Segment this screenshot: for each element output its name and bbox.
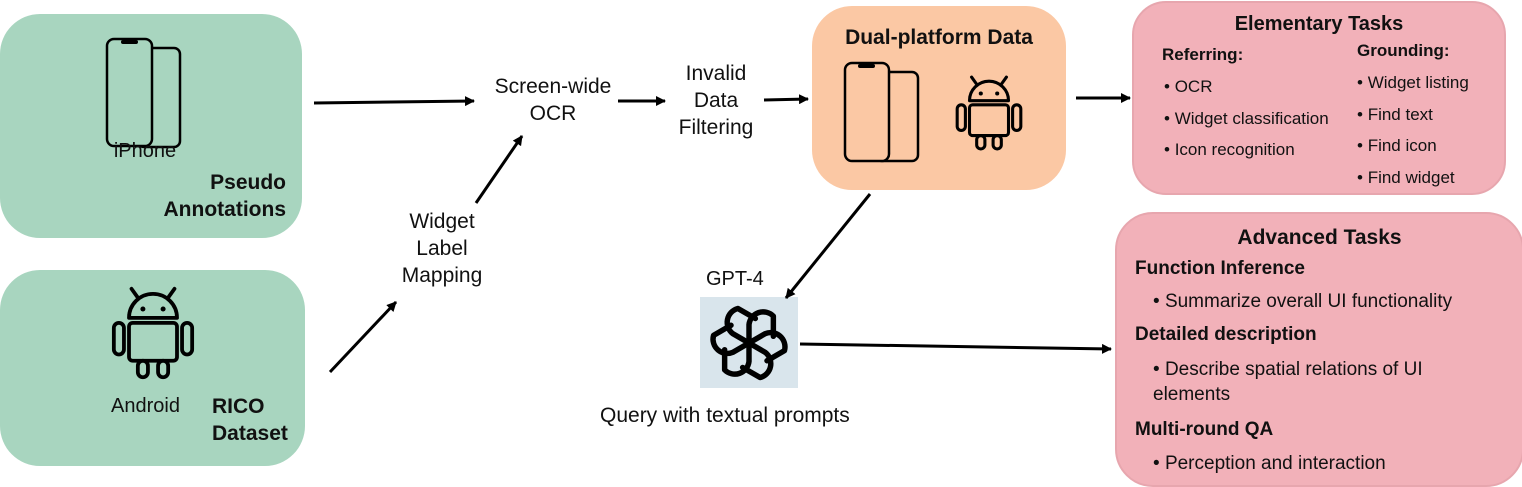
android-icon xyxy=(955,75,1023,151)
arrow-android-to-mapping xyxy=(328,300,398,374)
openai-logo-icon xyxy=(710,305,788,381)
arrow-mapping-to-ocr xyxy=(474,135,524,204)
grounding-item: • Widget listing xyxy=(1357,73,1469,92)
arrow-filtering-to-dual xyxy=(763,94,809,105)
multi-round-qa-heading: Multi-round QA xyxy=(1135,419,1274,440)
android-label: Android xyxy=(111,395,180,417)
widget-label-mapping-step: Widget Label Mapping xyxy=(401,210,483,287)
dual-platform-title: Dual-platform Data xyxy=(845,26,1033,49)
advanced-tasks-box: Advanced Tasks Function Inference • Summ… xyxy=(1115,212,1522,487)
android-icon xyxy=(111,286,195,380)
gpt-logo-tile xyxy=(700,297,798,388)
screen-wide-ocr-step: Screen-wide OCR xyxy=(494,75,612,125)
referring-item: • OCR xyxy=(1164,77,1213,96)
elementary-tasks-box: Elementary Tasks Referring: • OCR • Widg… xyxy=(1132,1,1506,195)
grounding-heading: Grounding: xyxy=(1357,41,1450,60)
rico-dataset-label: RICO Dataset xyxy=(212,395,288,445)
query-caption: Query with textual prompts xyxy=(600,404,850,427)
android-source-box: Android RICO Dataset xyxy=(0,270,305,466)
iphone-source-box: iPhone Pseudo Annotations xyxy=(0,14,302,238)
invalid-data-filtering-step: Invalid Data Filtering xyxy=(678,62,754,139)
advanced-bullet: • Perception and interaction xyxy=(1153,453,1386,474)
iphone-label: iPhone xyxy=(113,140,177,162)
gpt4-label: GPT-4 xyxy=(706,268,764,290)
grounding-item: • Find text xyxy=(1357,105,1433,124)
referring-item: • Widget classification xyxy=(1164,109,1329,128)
grounding-item: • Find widget xyxy=(1357,168,1455,187)
arrow-gpt-to-advanced xyxy=(799,342,1112,354)
pseudo-annotations-label: Pseudo Annotations xyxy=(163,171,286,221)
arrow-iphone-to-ocr xyxy=(313,96,475,107)
dual-platform-data-box: Dual-platform Data xyxy=(812,6,1066,190)
iphone-icon xyxy=(843,61,920,163)
referring-item: • Icon recognition xyxy=(1164,140,1295,159)
function-inference-heading: Function Inference xyxy=(1135,258,1305,279)
advanced-bullet: • Describe spatial relations of UI eleme… xyxy=(1153,359,1423,405)
iphone-icon xyxy=(105,37,182,149)
referring-heading: Referring: xyxy=(1162,45,1244,64)
arrow-dual-to-gpt xyxy=(784,193,872,299)
advanced-bullet: • Summarize overall UI functionality xyxy=(1153,291,1453,312)
detailed-description-heading: Detailed description xyxy=(1135,324,1317,345)
elementary-tasks-title: Elementary Tasks xyxy=(1234,13,1404,35)
advanced-tasks-title: Advanced Tasks xyxy=(1237,226,1402,249)
grounding-item: • Find icon xyxy=(1357,136,1437,155)
